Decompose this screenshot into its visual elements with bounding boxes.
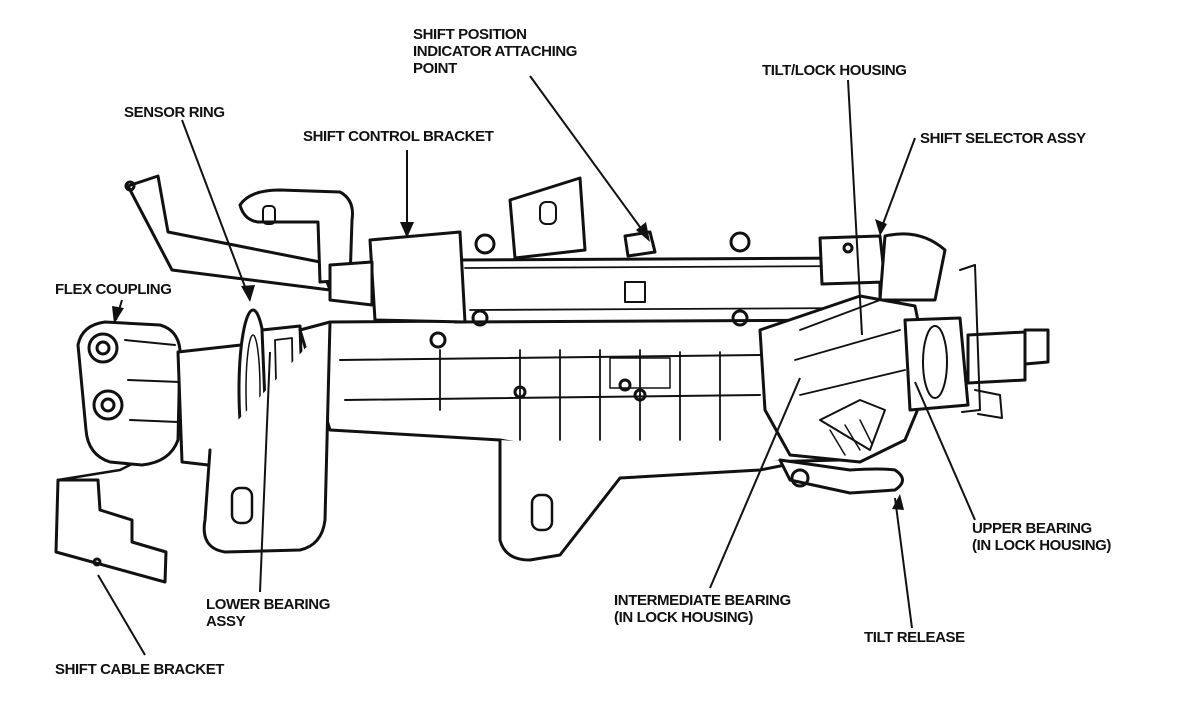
shift-cable-bracket-part <box>54 453 168 584</box>
arrow-tilt-release <box>892 494 904 510</box>
label-tilt-release: TILT RELEASE <box>864 629 965 646</box>
shift-selector-part <box>818 232 947 302</box>
leader-shift-selector <box>879 137 916 233</box>
arrow-shift-selector <box>875 219 887 236</box>
lower-mounting-bracket <box>230 438 802 562</box>
leader-lower-bearing <box>259 351 271 593</box>
label-upper-bearing: UPPER BEARING (IN LOCK HOUSING) <box>972 520 1112 554</box>
leader-shift-cable-bracket <box>97 574 146 656</box>
arrow-sensor-ring <box>241 285 255 302</box>
leader-sensor-ring <box>181 119 251 301</box>
shift-control-bracket-part <box>124 174 467 324</box>
label-flex-coupling: FLEX COUPLING <box>55 281 172 298</box>
flex-coupling-part <box>76 320 182 467</box>
label-shift-selector-assy: SHIFT SELECTOR ASSY <box>920 130 1086 147</box>
leader-upper-bearing <box>914 381 976 521</box>
arrow-shift-position <box>636 222 650 242</box>
label-shift-position: SHIFT POSITION INDICATOR ATTACHING POINT <box>413 26 578 77</box>
label-shift-cable-bracket: SHIFT CABLE BRACKET <box>55 661 225 678</box>
label-shift-control-bracket: SHIFT CONTROL BRACKET <box>303 128 494 145</box>
label-tilt-lock-housing: TILT/LOCK HOUSING <box>762 62 907 79</box>
tilt-lock-housing-part <box>758 294 932 464</box>
arrow-shift-control-bracket <box>400 222 414 238</box>
label-lower-bearing: LOWER BEARING ASSY <box>206 596 330 630</box>
arrow-flex-coupling <box>112 306 124 324</box>
label-intermediate-bearing: INTERMEDIATE BEARING (IN LOCK HOUSING) <box>614 592 791 626</box>
leader-shift-position <box>529 75 649 239</box>
tilt-release-lever <box>778 458 904 495</box>
shift-position-bracket-part <box>508 176 657 260</box>
label-sensor-ring: SENSOR RING <box>124 104 225 121</box>
leader-tilt-release <box>894 497 913 629</box>
upper-shaft-part <box>903 264 1050 419</box>
leader-tilt-lock-housing <box>847 79 863 336</box>
leader-intermediate-bearing <box>709 377 801 589</box>
